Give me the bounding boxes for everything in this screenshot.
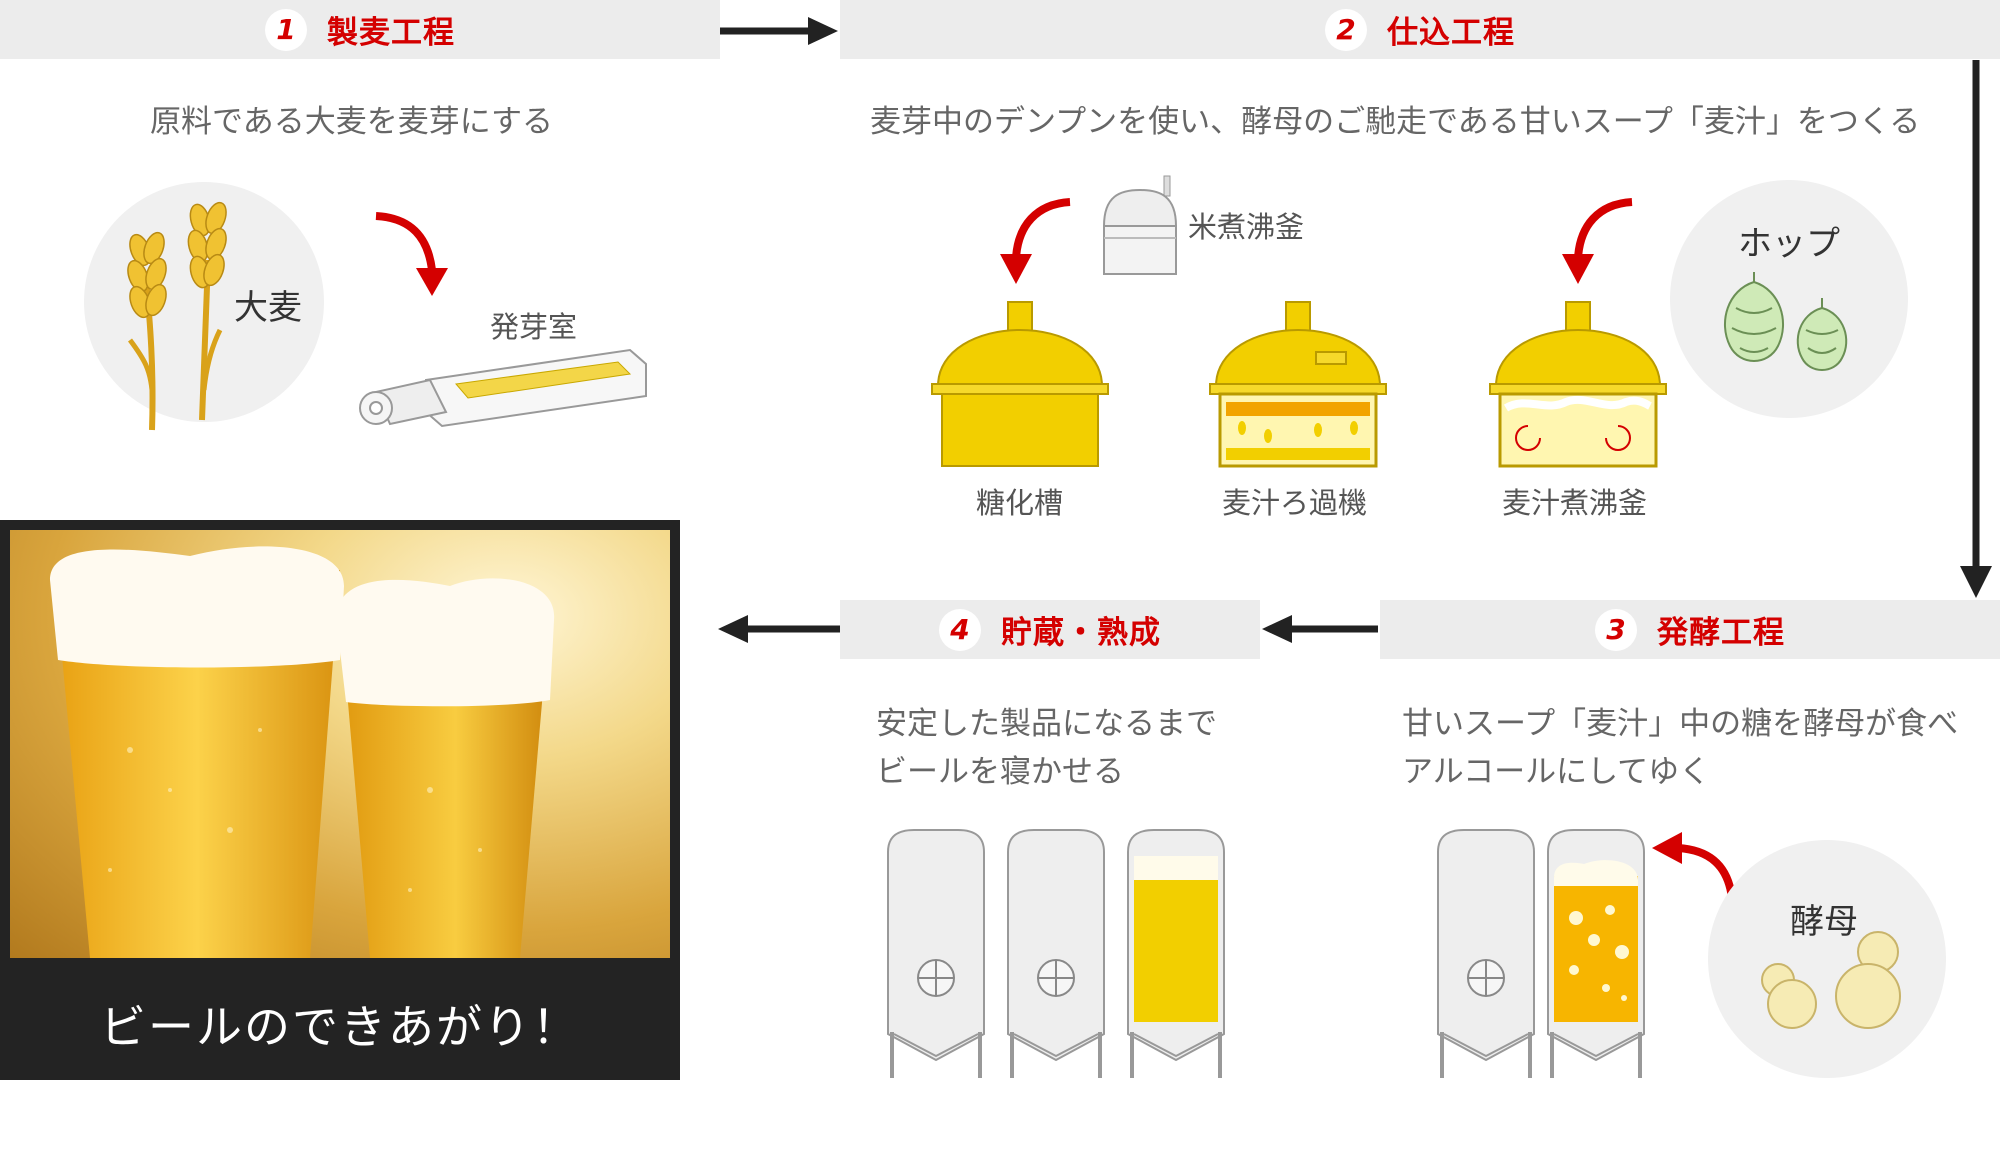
flow-arrow-4-to-final <box>718 615 840 643</box>
yeast-label: 酵母 <box>1790 902 1858 942</box>
step-2-title: 仕込工程 <box>1387 15 1515 51</box>
step-4-header: 4 貯蔵・熟成 <box>840 600 1260 659</box>
storage-tank-empty-2-icon <box>1007 829 1105 1078</box>
red-curved-arrow-kettle <box>1562 198 1633 284</box>
yeast-icon <box>1761 931 1901 1029</box>
step-1-description: 原料である大麦を麦芽にする <box>150 104 553 140</box>
beer-glasses-image <box>10 530 670 958</box>
fermentation-tank-empty-icon <box>1437 829 1535 1078</box>
flow-arrow-2-to-3 <box>1960 60 1992 598</box>
fermentation-tank-active-icon <box>1547 829 1645 1078</box>
step-1-number: 1 <box>265 8 307 51</box>
lauter-tun-icon <box>1209 301 1387 468</box>
final-beer-photo-box: ビールのできあがり！ <box>0 520 680 1080</box>
beer-glasses-illustration <box>50 546 555 958</box>
germination-room-icon <box>359 348 647 428</box>
rice-cooker-icon <box>1102 175 1178 275</box>
mash-tun-label: 糖化槽 <box>976 486 1064 520</box>
hop-icon <box>1723 272 1848 371</box>
step-3-header: 3 発酵工程 <box>1380 600 2000 659</box>
wort-kettle-icon <box>1489 301 1667 468</box>
final-caption: ビールのできあがり！ <box>100 1000 580 1054</box>
step-3-title: 発酵工程 <box>1657 615 1785 651</box>
rice-cooker-label: 米煮沸釜 <box>1188 210 1305 244</box>
step-3-number: 3 <box>1595 608 1637 651</box>
storage-tank-beer-icon <box>1127 829 1225 1078</box>
barley-icon <box>127 201 227 431</box>
step-2-description: 麦芽中のデンプンを使い、酵母のご馳走である甘いスープ「麦汁」をつくる <box>870 104 1921 140</box>
germination-room-label: 発芽室 <box>490 310 578 344</box>
yeast-circle <box>1708 840 1946 1078</box>
step-4-description-line-2: ビールを寝かせる <box>876 754 1124 790</box>
red-curved-arrow-mash <box>1000 198 1071 284</box>
step-1-header: 1 製麦工程 <box>0 0 720 59</box>
hop-label: ホップ <box>1738 224 1840 264</box>
step-3-description-line-2: アルコールにしてゆく <box>1402 754 1711 790</box>
barley-label: 大麦 <box>234 288 302 328</box>
wort-kettle-label: 麦汁煮沸釜 <box>1502 486 1648 520</box>
flow-arrow-3-to-4 <box>1262 615 1378 643</box>
step-2-header: 2 仕込工程 <box>840 0 2000 59</box>
step-4-title: 貯蔵・熟成 <box>1001 615 1161 651</box>
step-3-description-line-1: 甘いスープ「麦汁」中の糖を酵母が食べ <box>1402 706 1959 742</box>
flow-arrow-1-to-2 <box>720 17 838 45</box>
step-2-number: 2 <box>1325 8 1367 51</box>
storage-tank-empty-1-icon <box>887 829 985 1078</box>
hop-circle <box>1670 180 1908 418</box>
step-1-title: 製麦工程 <box>327 15 455 51</box>
lauter-tun-label: 麦汁ろ過機 <box>1222 486 1368 520</box>
mash-tun-icon <box>931 301 1109 467</box>
step-4-description-line-1: 安定した製品になるまで <box>876 706 1217 742</box>
red-curved-arrow-malt <box>375 212 448 296</box>
step-4-number: 4 <box>939 608 981 651</box>
